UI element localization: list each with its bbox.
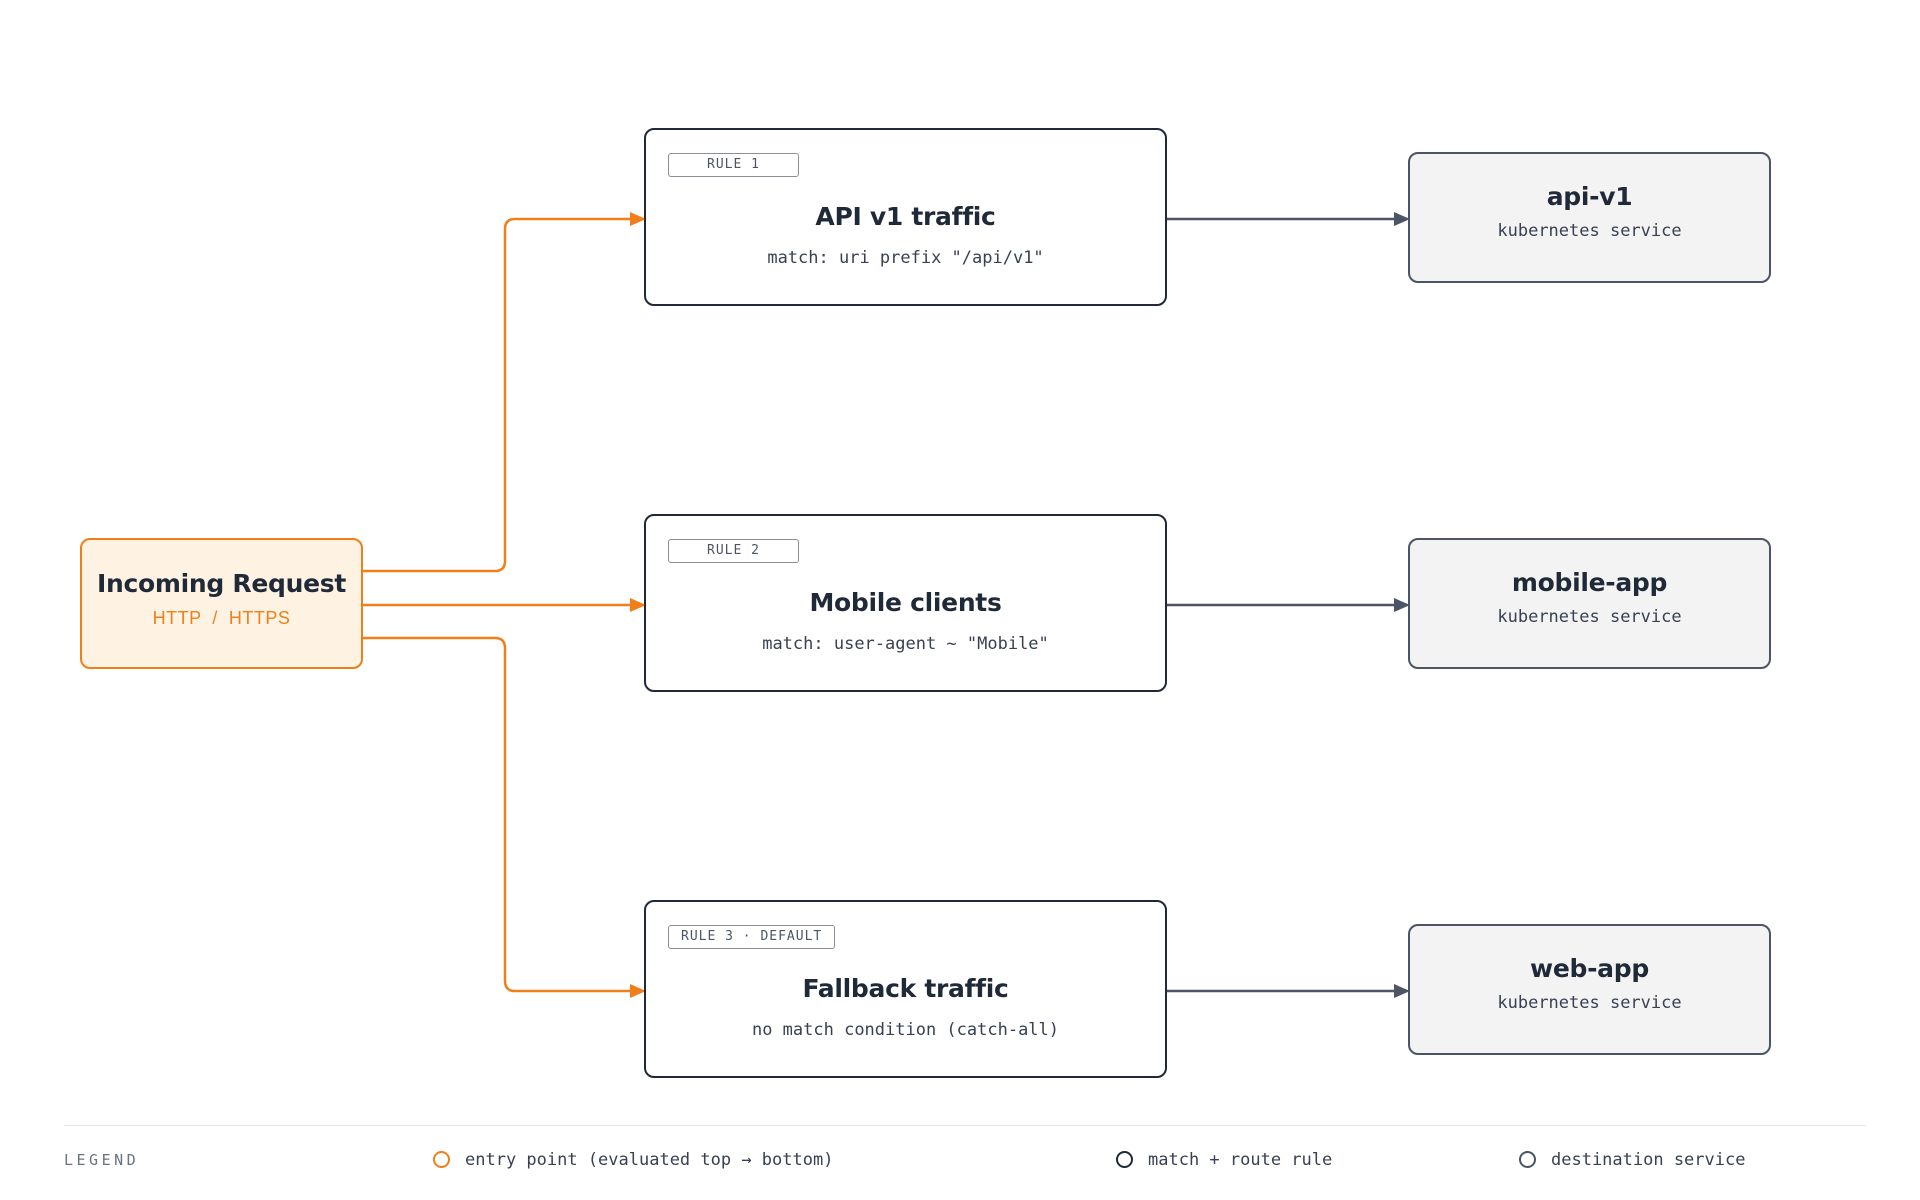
service-kind: kubernetes service — [1497, 221, 1682, 241]
arrowhead-rule-2 — [630, 598, 646, 612]
rule-tag: RULE 1 — [668, 153, 799, 177]
rule-match: match: user-agent ~ "Mobile" — [762, 634, 1049, 654]
orange-circle-icon — [433, 1151, 450, 1168]
edge-entry-to-rule-1 — [363, 217, 630, 573]
rule-title: Fallback traffic — [802, 974, 1009, 1003]
rule-match: match: uri prefix "/api/v1" — [767, 248, 1044, 268]
rule-tag: RULE 3 · DEFAULT — [668, 925, 836, 949]
legend-title: LEGEND — [64, 1151, 140, 1169]
rule-title: Mobile clients — [809, 588, 1002, 617]
gray-circle-icon — [1519, 1151, 1536, 1168]
rule-match: no match condition (catch-all) — [751, 1020, 1060, 1040]
rule-node-2[interactable]: RULE 2 Mobile clients match: user-agent … — [644, 514, 1167, 692]
rule-title: API v1 traffic — [815, 202, 996, 231]
rule-node-3[interactable]: RULE 3 · DEFAULT Fallback traffic no mat… — [644, 900, 1167, 1078]
arrowhead-rule-3 — [630, 984, 646, 998]
service-node-1[interactable]: api-v1 kubernetes service — [1408, 152, 1771, 283]
dark-circle-icon — [1116, 1151, 1133, 1168]
service-name: web-app — [1530, 954, 1649, 983]
arrowhead-service-3 — [1394, 984, 1410, 998]
edge-entry-to-rule-3 — [363, 636, 630, 993]
legend-label: match + route rule — [1148, 1150, 1333, 1170]
service-name: mobile-app — [1511, 568, 1668, 597]
arrowhead-service-1 — [1394, 212, 1410, 226]
service-name: api-v1 — [1546, 182, 1633, 211]
rule-tag: RULE 2 — [668, 539, 799, 563]
arrowhead-rule-1 — [630, 212, 646, 226]
service-node-3[interactable]: web-app kubernetes service — [1408, 924, 1771, 1055]
legend-label: destination service — [1551, 1150, 1746, 1170]
rule-node-1[interactable]: RULE 1 API v1 traffic match: uri prefix … — [644, 128, 1167, 306]
legend-label: entry point (evaluated top → bottom) — [465, 1150, 834, 1170]
entry-node[interactable]: Incoming Request HTTP / HTTPS — [80, 538, 363, 669]
service-kind: kubernetes service — [1497, 607, 1682, 627]
arrowhead-service-2 — [1394, 598, 1410, 612]
service-kind: kubernetes service — [1497, 993, 1682, 1013]
legend-divider — [64, 1125, 1866, 1126]
entry-subtitle: HTTP / HTTPS — [152, 608, 291, 628]
service-node-2[interactable]: mobile-app kubernetes service — [1408, 538, 1771, 669]
entry-title: Incoming Request — [97, 569, 346, 598]
